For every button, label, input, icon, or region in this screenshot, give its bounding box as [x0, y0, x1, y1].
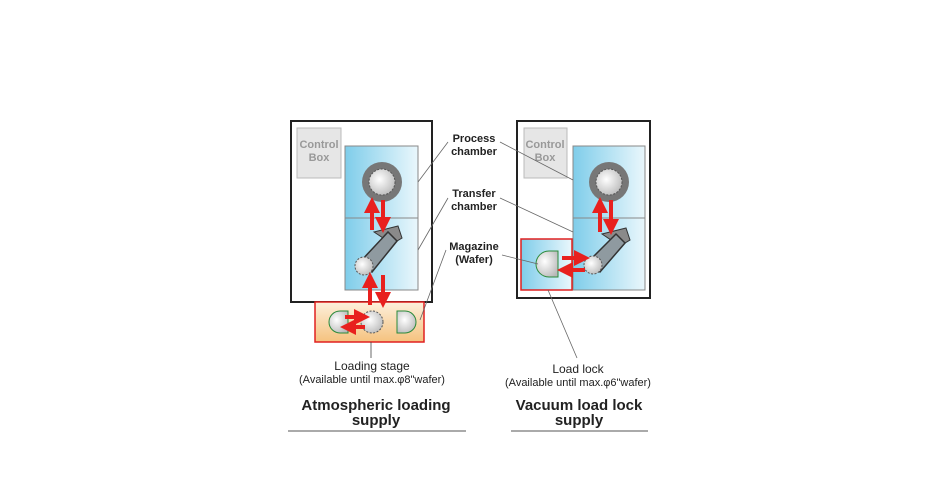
load-lock-caption: Load lock	[552, 362, 604, 376]
leader-lines	[417, 141, 574, 321]
control-box-label: Box	[309, 152, 331, 164]
process-chamber-label: chamber	[451, 146, 498, 158]
magazine-right	[396, 310, 417, 334]
left-title: Atmospheric loading	[301, 397, 450, 414]
loading-stage-note: (Available until max.φ8"wafer)	[299, 374, 445, 386]
control-box-label: Control	[299, 139, 338, 151]
magazine-label: Magazine	[449, 241, 499, 253]
control-box-label: Box	[535, 152, 557, 164]
right-title: Vacuum load lock	[516, 397, 643, 414]
transfer-robot-arm	[583, 227, 631, 275]
control-box	[523, 127, 568, 179]
atmospheric-system: Control Box	[290, 120, 433, 358]
transfer-chamber-label: chamber	[451, 201, 498, 213]
vacuum-system: Control Box	[516, 120, 651, 359]
load-lock-note: (Available until max.φ6"wafer)	[505, 377, 651, 389]
process-wafer	[595, 168, 623, 196]
process-wafer	[368, 168, 396, 196]
loading-stage-caption: Loading stage	[334, 359, 410, 373]
transfer-chamber-label: Transfer	[452, 188, 496, 200]
magazine-label: (Wafer)	[455, 254, 493, 266]
stage-wafer	[360, 310, 384, 334]
magazine	[535, 250, 559, 278]
right-title: supply	[555, 412, 604, 429]
magazine-left	[328, 310, 349, 334]
control-box	[296, 127, 342, 179]
left-title: supply	[352, 412, 401, 429]
process-chamber-label: Process	[453, 133, 496, 145]
control-box-label: Control	[525, 139, 564, 151]
